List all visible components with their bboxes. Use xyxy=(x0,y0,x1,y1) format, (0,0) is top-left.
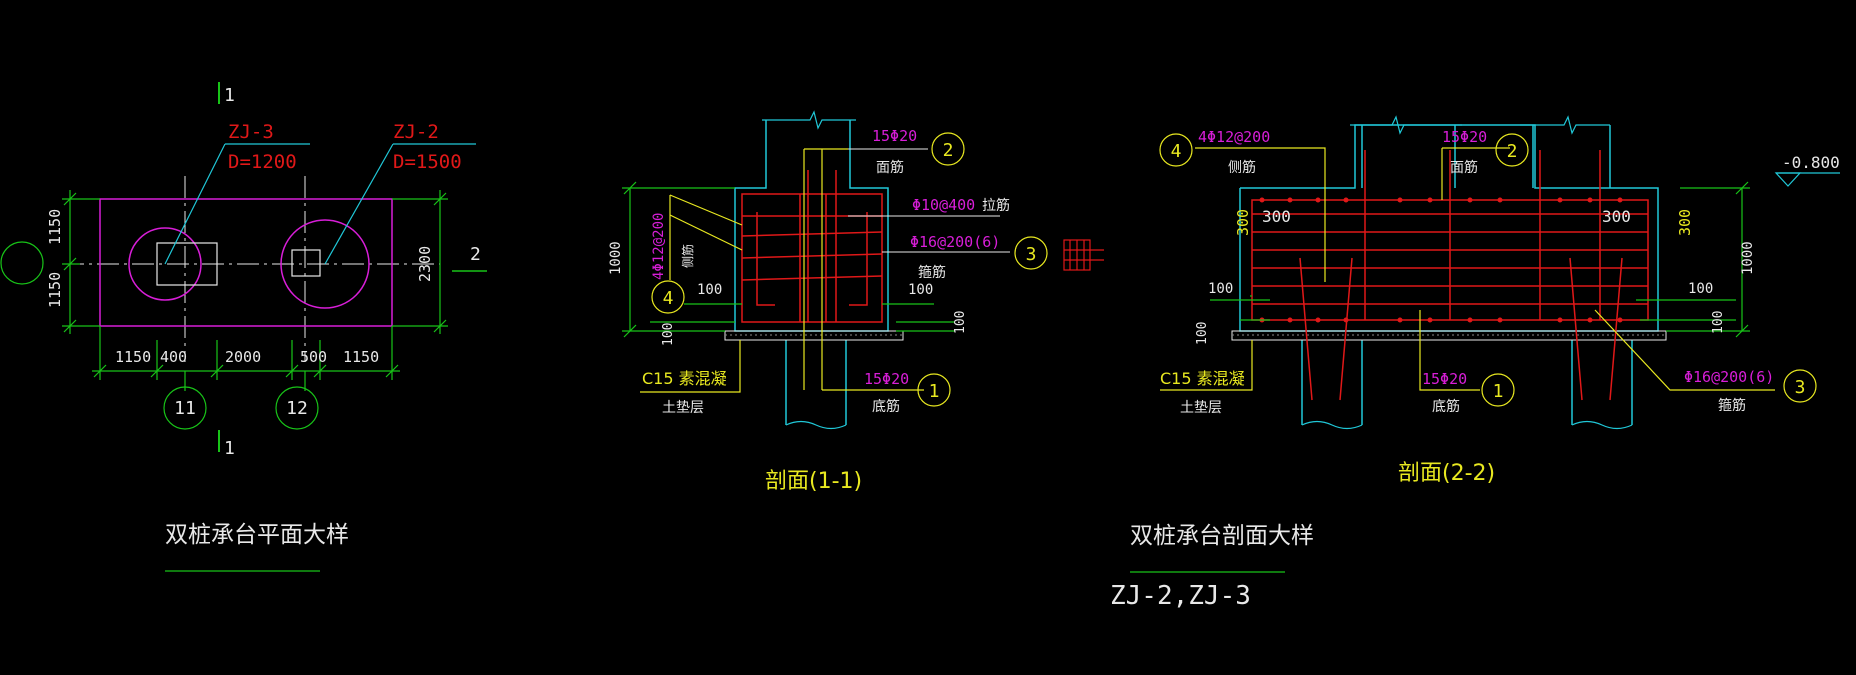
section-mark-right: 2 xyxy=(470,244,481,265)
sec22-bottom-bar-name: 底筋 xyxy=(1432,398,1460,415)
section-mark-bottom: 1 xyxy=(224,438,235,459)
axis-bubble-12 xyxy=(275,386,319,430)
sec11-dim-100-left: 100 xyxy=(697,282,722,298)
sec22-title: 剖面(2-2) xyxy=(1398,461,1495,486)
sec22-elev: -0.800 xyxy=(1782,153,1840,172)
sec11-bed2: 土垫层 xyxy=(662,400,704,416)
sec22-dim-100-left: 100 xyxy=(1208,281,1233,297)
sec22-dim-300-right: 300 xyxy=(1602,207,1631,226)
sec11-n4: 4 xyxy=(663,288,674,309)
dim-left-bottom: 1150 xyxy=(46,272,64,308)
sec22-dim-100-v-right: 100 xyxy=(1711,311,1726,334)
sec22-bubble-1 xyxy=(1481,373,1515,407)
sec11-stirrup: Φ16@200(6) xyxy=(910,233,1000,251)
sec22-side-bar-name: 侧筋 xyxy=(1228,159,1256,176)
sec22-stirrup: Φ16@200(6) xyxy=(1684,368,1774,386)
sec22-bubble-2 xyxy=(1495,133,1529,167)
dim-bottom-3: 2000 xyxy=(225,348,261,366)
sec11-bubble-3 xyxy=(1014,236,1048,270)
section-mark-top: 1 xyxy=(224,85,235,106)
pile-right-name: ZJ-2 xyxy=(393,121,439,143)
sec11-bottom-bar-name: 底筋 xyxy=(872,398,900,415)
pile-left-name: ZJ-3 xyxy=(228,121,274,143)
sec22-n3: 3 xyxy=(1795,377,1806,398)
sec11-n1: 1 xyxy=(929,381,940,402)
sec11-bottom-bar: 15Φ20 xyxy=(864,370,909,388)
sec11-dim-100-v-right: 100 xyxy=(953,311,968,334)
sec22-bubble-3 xyxy=(1783,369,1817,403)
sec11-n3: 3 xyxy=(1026,244,1037,265)
sec11-bubble-2 xyxy=(931,132,965,166)
sec22-side-bar: 4Φ12@200 xyxy=(1198,128,1270,146)
sec22-height: 1000 xyxy=(1740,241,1756,275)
dim-bottom-5: 1150 xyxy=(343,348,379,366)
sec22-bubble-4 xyxy=(1159,133,1193,167)
pile-right-dia: D=1500 xyxy=(393,151,462,173)
section-1-1: 2 15Φ20 面筋 Φ10@400 拉筋 Φ16@200(6) 箍筋 3 4Φ… xyxy=(608,110,1104,494)
pile-left-dia: D=1200 xyxy=(228,151,297,173)
axis-12: 12 xyxy=(286,398,308,419)
axis-11: 11 xyxy=(174,398,196,419)
plan-title: 双桩承台平面大样 xyxy=(165,522,349,548)
sec22-bed2: 土垫层 xyxy=(1180,400,1222,416)
plan-view: 1 1 ZJ-3 D=1200 ZJ-2 D=1500 xyxy=(0,82,487,572)
zj-codes: ZJ-2,ZJ-3 xyxy=(1110,581,1251,611)
sec22-bed: C15 素混凝 xyxy=(1160,369,1245,388)
sec11-top-bar-name: 面筋 xyxy=(876,159,904,176)
sec11-top-bar: 15Φ20 xyxy=(872,127,917,145)
sec11-tie-bar-name: 拉筋 xyxy=(982,197,1010,214)
sec22-n2: 2 xyxy=(1507,141,1518,162)
sec22-stirrup-name: 箍筋 xyxy=(1718,397,1746,414)
pile-zj2 xyxy=(280,219,370,309)
sec11-bed: C15 素混凝 xyxy=(642,369,727,388)
pile-cap-outline xyxy=(99,198,393,327)
sec11-bubble-1 xyxy=(917,373,951,407)
sec22-top-bar-name: 面筋 xyxy=(1450,159,1478,176)
section-2-2: 4 4Φ12@200 侧筋 2 15Φ20 面筋 -0.800 1000 300… xyxy=(1159,115,1840,486)
axis-bubble-11 xyxy=(163,386,207,430)
sec11-bubble-4 xyxy=(651,280,685,314)
sec11-dim-100-v-left: 100 xyxy=(661,323,676,346)
axis-bubble-left xyxy=(0,241,44,285)
sec22-dim-300-left-v: 300 xyxy=(1234,209,1252,236)
section-detail-title: 双桩承台剖面大样 xyxy=(1130,523,1314,549)
sec11-title: 剖面(1-1) xyxy=(765,469,862,494)
sec22-n4: 4 xyxy=(1171,141,1182,162)
sec11-side-bar-name: 侧筋 xyxy=(680,244,695,268)
sec22-dim-100-right: 100 xyxy=(1688,281,1713,297)
sec11-height: 1000 xyxy=(608,241,624,275)
dim-right: 2300 xyxy=(416,246,434,282)
sec11-stirrup-name: 箍筋 xyxy=(918,264,946,281)
sec22-dim-100-v-left: 100 xyxy=(1195,322,1210,345)
sec22-dim-300-left: 300 xyxy=(1262,207,1291,226)
sec11-side-bar: 4Φ12@200 xyxy=(651,213,667,280)
sec22-dim-300-right-v: 300 xyxy=(1676,209,1694,236)
sec22-bottom-bar: 15Φ20 xyxy=(1422,370,1467,388)
dim-left-top: 1150 xyxy=(46,209,64,245)
sec22-n1: 1 xyxy=(1493,381,1504,402)
dim-bottom-4: 500 xyxy=(300,348,327,366)
column-left xyxy=(156,242,218,286)
pile-zj3 xyxy=(128,227,202,301)
column-right xyxy=(291,249,321,277)
dim-bottom-2: 400 xyxy=(160,348,187,366)
sec11-dim-100-right: 100 xyxy=(908,282,933,298)
dim-bottom-1: 1150 xyxy=(115,348,151,366)
sec11-tie-bar: Φ10@400 xyxy=(912,196,975,214)
sec11-n2: 2 xyxy=(943,140,954,161)
sec22-top-bar: 15Φ20 xyxy=(1442,128,1487,146)
